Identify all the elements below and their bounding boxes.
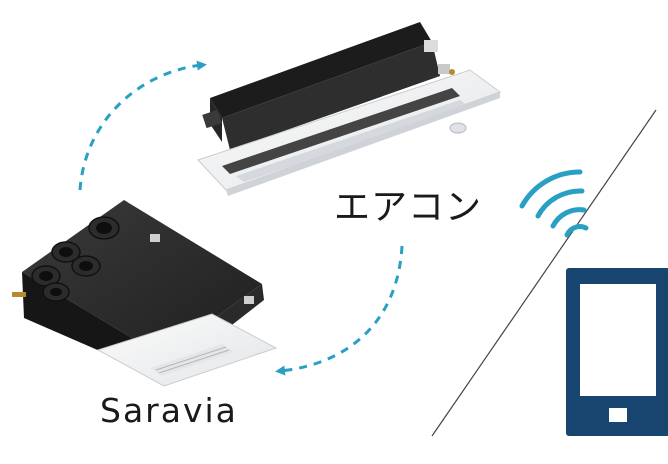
wifi-signal-icon	[519, 169, 589, 238]
saravia-unit-image	[12, 200, 278, 387]
saravia-label: Saravia	[100, 391, 238, 430]
aircon-label: エアコン	[334, 187, 483, 228]
arrow-to-aircon	[78, 60, 207, 191]
divider-line	[431, 109, 657, 437]
arrow-to-saravia	[275, 245, 404, 376]
air-conditioner-image	[197, 22, 502, 196]
smartphone-icon	[566, 268, 668, 436]
